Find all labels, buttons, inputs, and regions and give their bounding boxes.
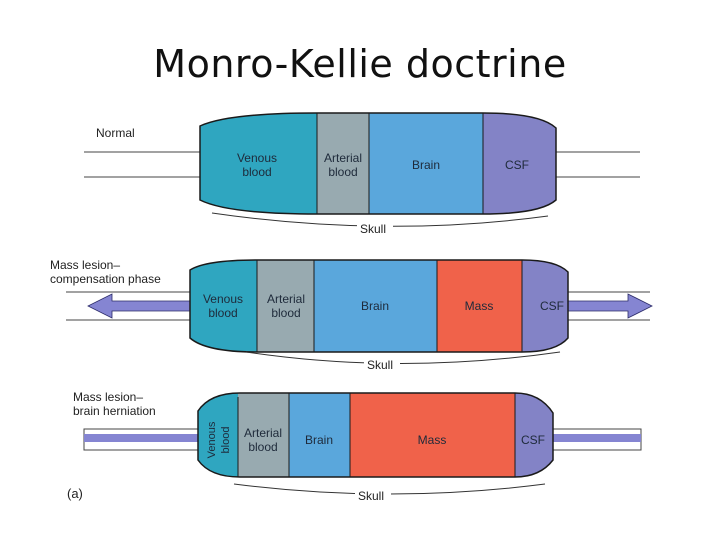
segment-label-csf: CSF — [521, 433, 545, 447]
segment-label-mass: Mass — [465, 299, 494, 313]
segment-label-brain: Brain — [361, 299, 389, 313]
segment-venous-blood — [200, 113, 317, 214]
segment-mass — [350, 393, 515, 477]
right-outflow-arrow — [565, 293, 653, 319]
segment-label-csf: CSF — [540, 299, 564, 313]
panel-label-compensation-line1: Mass lesion– — [50, 258, 120, 272]
skull-outline — [197, 392, 554, 478]
segment-arterial-blood — [257, 260, 314, 352]
segment-venous-blood — [190, 260, 257, 352]
skull-label: Skull — [367, 358, 393, 372]
skull-outline — [199, 112, 557, 215]
segment-venous-blood — [198, 393, 238, 477]
segment-csf — [515, 393, 553, 477]
figure-label: (a) — [67, 486, 83, 501]
panel-label-compensation-line2: compensation phase — [50, 272, 161, 286]
skull-label: Skull — [360, 222, 386, 236]
panel-label-herniation-line1: Mass lesion– — [73, 390, 143, 404]
segment-label-brain: Brain — [305, 433, 333, 447]
slide-title: Monro-Kellie doctrine — [153, 42, 567, 86]
segment-csf — [483, 113, 556, 214]
skull-bracket — [245, 351, 561, 364]
segment-mass — [437, 260, 522, 352]
segment-arterial-blood — [238, 393, 289, 477]
panel-label-herniation-line2: brain herniation — [73, 404, 156, 418]
panel-label-normal: Normal — [96, 126, 135, 140]
skull-label: Skull — [358, 489, 384, 503]
segment-brain — [369, 113, 483, 214]
csf-channel-right — [552, 434, 641, 442]
skull-outline — [189, 259, 569, 353]
segment-brain — [289, 393, 350, 477]
csf-channel-left — [84, 434, 200, 442]
segment-brain — [314, 260, 437, 352]
segment-arterial-blood — [317, 113, 369, 214]
segment-label-csf: CSF — [505, 158, 529, 172]
segment-label-mass: Mass — [418, 433, 447, 447]
left-outflow-arrow — [87, 293, 193, 319]
segment-csf — [522, 260, 568, 352]
segment-label-brain: Brain — [412, 158, 440, 172]
